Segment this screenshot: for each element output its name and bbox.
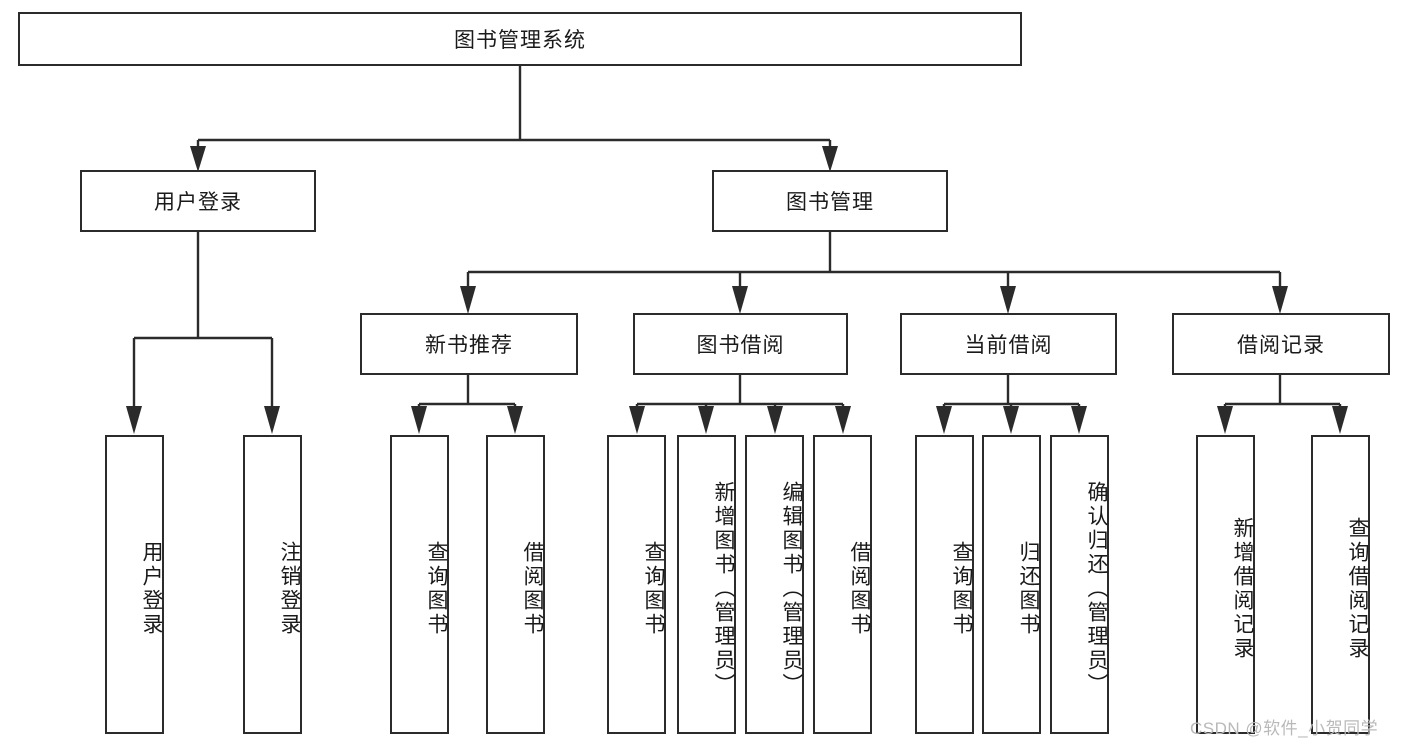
node-label: 借阅图书 (521, 540, 544, 637)
leaf-query-borrow-record[interactable]: 查询借阅记录 (1311, 435, 1370, 734)
leaf-edit-book-admin[interactable]: 编辑图书（管理员） (745, 435, 804, 734)
leaf-borrow-book[interactable]: 借阅图书 (813, 435, 872, 734)
node-label: 图书管理 (786, 191, 874, 214)
node-label: 查询图书 (642, 540, 665, 637)
leaf-query-book-borrow[interactable]: 查询图书 (607, 435, 666, 734)
leaf-confirm-return-admin[interactable]: 确认归还（管理员） (1050, 435, 1109, 734)
leaf-add-borrow-record[interactable]: 新增借阅记录 (1196, 435, 1255, 734)
node-label: 新增图书（管理员） (712, 480, 735, 697)
node-label: 确认归还（管理员） (1085, 480, 1108, 697)
node-label: 注销登录 (278, 540, 301, 637)
node-label: 编辑图书（管理员） (780, 480, 803, 697)
node-label: 用户登录 (140, 540, 163, 637)
leaf-query-book-current[interactable]: 查询图书 (915, 435, 974, 734)
node-label: 查询图书 (950, 540, 973, 637)
node-borrow-record[interactable]: 借阅记录 (1172, 313, 1390, 375)
node-book-management[interactable]: 图书管理 (712, 170, 948, 232)
leaf-logout-login[interactable]: 注销登录 (243, 435, 302, 734)
leaf-query-book-recommend[interactable]: 查询图书 (390, 435, 449, 734)
node-user-login[interactable]: 用户登录 (80, 170, 316, 232)
node-label: 新书推荐 (425, 334, 513, 357)
node-label: 归还图书 (1017, 540, 1040, 637)
leaf-borrow-book-recommend[interactable]: 借阅图书 (486, 435, 545, 734)
node-label: 借阅图书 (848, 540, 871, 637)
leaf-user-login[interactable]: 用户登录 (105, 435, 164, 734)
node-label: 当前借阅 (964, 334, 1053, 357)
node-book-management-system[interactable]: 图书管理系统 (18, 12, 1022, 66)
watermark-text: CSDN @软件_小贺同学 (1190, 719, 1379, 738)
node-current-borrow[interactable]: 当前借阅 (900, 313, 1117, 375)
node-label: 查询借阅记录 (1346, 516, 1369, 661)
node-label: 借阅记录 (1237, 334, 1325, 357)
node-label: 新增借阅记录 (1231, 516, 1254, 661)
node-label: 图书借阅 (696, 334, 785, 357)
node-label: 查询图书 (425, 540, 448, 637)
leaf-add-book-admin[interactable]: 新增图书（管理员） (677, 435, 736, 734)
node-new-book-recommend[interactable]: 新书推荐 (360, 313, 578, 375)
node-label: 图书管理系统 (454, 29, 586, 52)
node-label: 用户登录 (154, 191, 242, 214)
node-book-borrow[interactable]: 图书借阅 (633, 313, 848, 375)
leaf-return-book[interactable]: 归还图书 (982, 435, 1041, 734)
